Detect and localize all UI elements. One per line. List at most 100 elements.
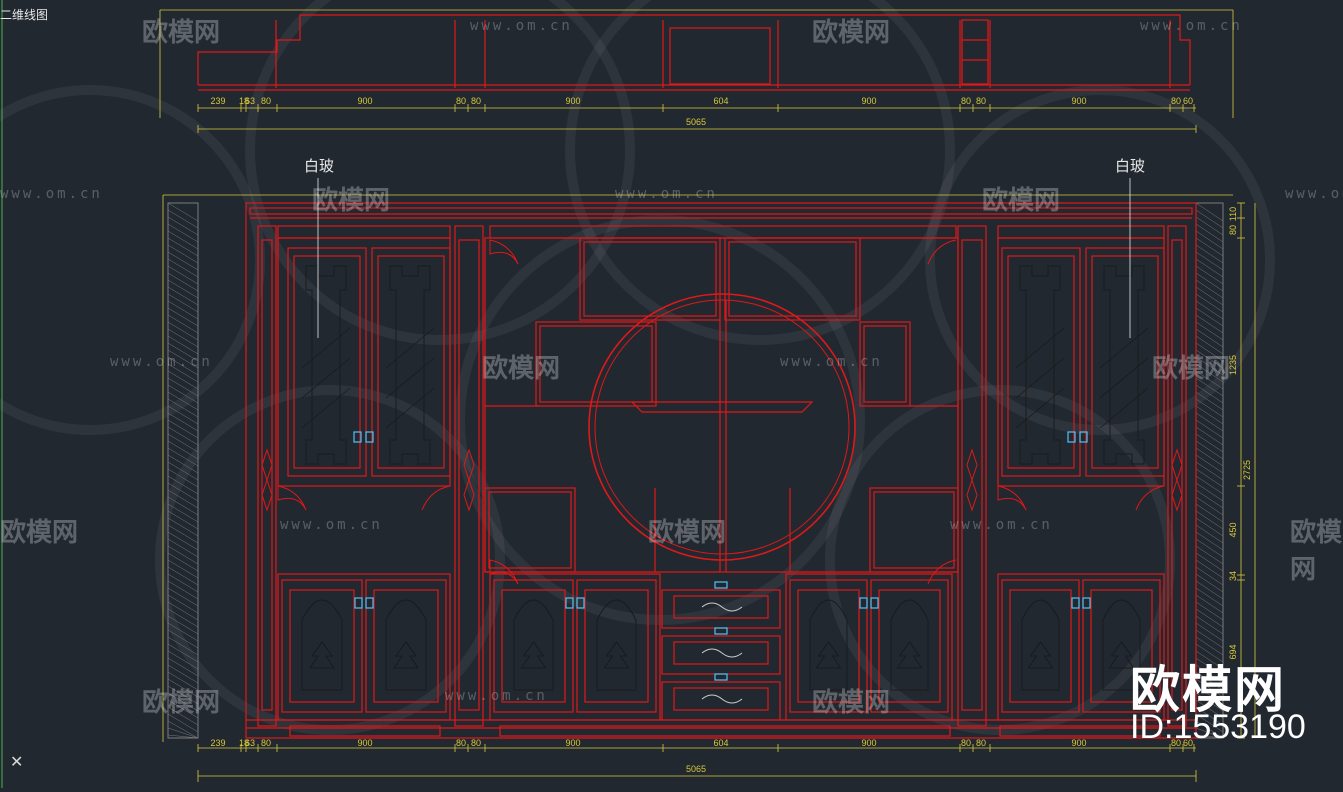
glass-door (371, 247, 451, 477)
wall-hatch (1195, 370, 1224, 390)
pilaster-inner (1171, 239, 1183, 711)
glass-door-frame (1007, 255, 1075, 469)
wall-hatch (1195, 552, 1224, 572)
wall-hatch (1195, 671, 1224, 691)
door-pull-icon (365, 597, 374, 609)
wall-hatch (167, 384, 199, 404)
glass-panel-shape (389, 265, 431, 465)
ruyi-ornament (1027, 641, 1054, 669)
wall-hatch (167, 538, 199, 558)
watermark-logo: 欧模网 (0, 518, 79, 548)
cornice (249, 207, 1193, 215)
base-door (870, 579, 949, 713)
glass-reflection (1099, 357, 1149, 399)
wall-hatch (167, 720, 199, 739)
overall-dimension-text: 5065 (686, 764, 706, 774)
dimension-text: 18 (239, 738, 249, 748)
watermark-site: www.om.cn (280, 517, 383, 533)
arched-door-inlay (513, 599, 554, 691)
dimension-text: 60 (1183, 96, 1193, 106)
wall-hatch (167, 531, 199, 551)
wall-hatch (1195, 601, 1224, 621)
drawer-carving (701, 602, 743, 612)
wall-hatch (167, 454, 199, 474)
wall-hatch (1195, 496, 1224, 516)
wall-hatch (1195, 286, 1224, 306)
watermark-logo: 欧模网 (142, 688, 221, 718)
wall-hatch (167, 279, 199, 299)
wall-hatch (167, 426, 199, 446)
wall-hatch (1195, 538, 1224, 558)
wall-hatch (167, 342, 199, 362)
ruyi-ornament (309, 641, 335, 669)
wall-hatch (167, 587, 199, 607)
wall-hatch (1195, 342, 1224, 362)
wall-hatch (167, 286, 199, 306)
wall-hatch (167, 223, 199, 243)
wall-hatch (1195, 202, 1224, 222)
glass-reflection (385, 357, 435, 399)
wall-hatch (1195, 223, 1224, 243)
wall-hatch (1195, 503, 1224, 523)
wall-hatch (167, 244, 199, 264)
wall-hatch (1195, 615, 1224, 635)
watermark-logo: 欧模网 (1290, 518, 1343, 585)
wall-hatch (1195, 335, 1224, 355)
watermark-logo: 欧模网 (812, 688, 891, 718)
wall-hatch (1195, 510, 1224, 530)
wall-hatch (167, 321, 199, 341)
wall-hatch (167, 573, 199, 593)
wall-hatch (1195, 279, 1224, 299)
wall-hatch (1195, 307, 1224, 327)
dimension-text: 900 (1071, 738, 1086, 748)
wall-hatch (1195, 398, 1224, 418)
pilaster-inner (261, 239, 273, 711)
wall-hatch (1195, 230, 1224, 250)
watermark-arc (455, 215, 865, 625)
glass-reflection (1015, 357, 1065, 399)
wall-hatch (167, 419, 199, 439)
drawer-pull-icon (714, 673, 728, 681)
watermark-arc (245, 0, 635, 345)
door-pull-icon (859, 597, 868, 609)
door-pull-icon (1067, 431, 1076, 443)
base-door-panel (289, 589, 355, 703)
vertical-dimension-text: 450 (1228, 522, 1238, 537)
wall-hatch (1195, 356, 1224, 376)
wall-hatch (1195, 643, 1224, 663)
watermark-logo: 欧模网 (482, 354, 561, 384)
wall-hatch (1195, 461, 1224, 481)
glass-reflection (301, 387, 351, 429)
wall-hatch (1195, 706, 1224, 726)
glass-reflection (1015, 327, 1065, 369)
model-id: ID:1553190 (1130, 708, 1306, 746)
wall-hatch (1195, 482, 1224, 502)
wall-hatch (1195, 440, 1224, 460)
wall-hatch (167, 440, 199, 460)
wall-hatch (167, 335, 199, 355)
arched-door-inlay (301, 599, 343, 691)
watermark-arc (825, 385, 1175, 735)
wall-hatch (167, 713, 199, 733)
spandrel-carving (489, 559, 519, 585)
wall-hatch (167, 216, 199, 236)
watermark-site: www.om.cn (950, 517, 1053, 533)
wall-hatch (1195, 447, 1224, 467)
wall-hatch (1195, 265, 1224, 285)
wall-hatch (167, 377, 199, 397)
pilaster-inner (961, 239, 983, 711)
wall-hatch (167, 636, 199, 656)
door-pull-icon (365, 431, 374, 443)
wall-hatch (167, 265, 199, 285)
spandrel-carving (277, 485, 307, 511)
watermark-site: www.om.cn (780, 354, 883, 370)
wall-hatch (1195, 524, 1224, 544)
moon-gate-outer (588, 293, 856, 561)
display-shelf-box (535, 321, 657, 407)
wall-hatch (167, 699, 199, 719)
watermark-logo: 欧模网 (142, 18, 221, 48)
glass-door-frame (377, 255, 445, 469)
wall-hatch (1195, 412, 1224, 432)
